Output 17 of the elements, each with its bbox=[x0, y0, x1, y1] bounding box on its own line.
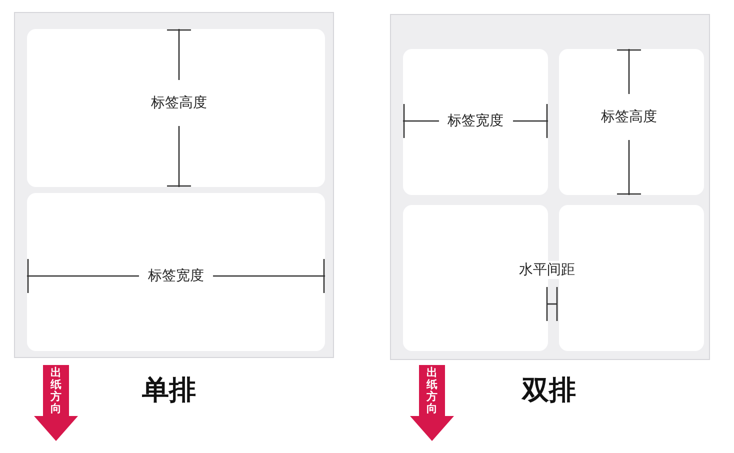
label-card bbox=[27, 29, 325, 187]
label-card bbox=[403, 49, 548, 195]
layout-title: 单排 bbox=[142, 374, 196, 408]
dimension-text: 标签高度 bbox=[149, 80, 209, 126]
label-card bbox=[27, 193, 325, 351]
label-card bbox=[559, 205, 704, 351]
arrow-text: 出纸方向 bbox=[49, 367, 62, 415]
label-card bbox=[403, 205, 548, 351]
label-sheet bbox=[14, 12, 334, 358]
dimension-text: 标签宽度 bbox=[438, 112, 512, 130]
dimension-text: 标签高度 bbox=[599, 94, 659, 140]
label-card bbox=[559, 49, 704, 195]
dimension-text: 水平间距 bbox=[517, 261, 577, 279]
layout-title: 双排 bbox=[522, 374, 576, 408]
dimension-text: 标签宽度 bbox=[139, 267, 213, 285]
label-sheet bbox=[390, 14, 710, 360]
arrow-text: 出纸方向 bbox=[425, 367, 438, 415]
